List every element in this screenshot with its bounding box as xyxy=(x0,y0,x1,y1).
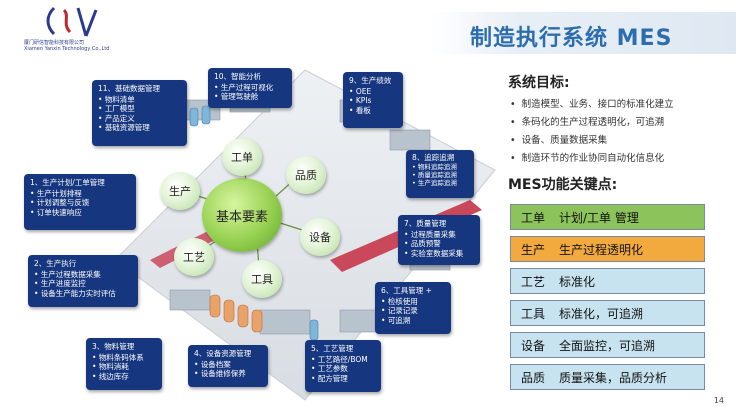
box-tool-management: 6、工具管理 + 检核使用 记录记录 可追溯 xyxy=(375,282,451,334)
node-process: 工艺 xyxy=(174,238,214,276)
key-point-value: 生产过程透明化 xyxy=(559,243,644,257)
key-point-3: 工具标准化，可追溯 xyxy=(510,300,705,326)
node-production: 生产 xyxy=(160,172,200,210)
company-logo xyxy=(46,6,98,37)
key-point-value: 质量采集，品质分析 xyxy=(559,371,668,385)
page-title: 制造执行系统 MES xyxy=(470,26,673,51)
box-production-planning: 1、生产计划/工单管理 生产计划排程 计划调整与反馈 订单快速响应 xyxy=(24,174,136,230)
key-point-1: 生产生产过程透明化 xyxy=(510,236,705,262)
page-number: 14 xyxy=(713,396,724,405)
node-tooling: 工具 xyxy=(242,260,282,298)
key-point-label: 工单 xyxy=(521,211,546,225)
goal-item: 制造环节的作业协同自动化信息化 xyxy=(510,150,665,164)
key-point-0: 工单计划/工单 管理 xyxy=(510,204,705,230)
box-production-execution: 2、生产执行 生产过程数据采集 生产进度监控 设备生产能力实时评估 xyxy=(28,255,138,307)
box-equipment-management: 4、设备资源管理 设备档案 设备维修保养 xyxy=(188,345,268,387)
key-point-4: 设备全面监控，可追溯 xyxy=(510,332,705,358)
node-quality: 品质 xyxy=(286,156,326,194)
box-process-management: 5、工艺管理 工艺路径/BOM 工艺参数 配方管理 xyxy=(305,340,381,392)
box-performance: 9、生产绩效 OEE KPIs 看板 xyxy=(343,72,403,128)
box-traceability: 8、追踪追溯 物料追踪追溯 质量追踪追溯 生产追踪追溯 xyxy=(406,150,474,198)
key-points-title: MES功能关键点: xyxy=(508,177,618,193)
company-name: 厦门研信智能科技有限公司 Xiamen Yanxin Technology Co… xyxy=(24,40,110,52)
goals-title: 系统目标: xyxy=(508,75,570,91)
box-material-management: 3、物料管理 物料条码体系 物料消耗 线边库存 xyxy=(86,338,162,390)
box-quality-management: 7、质量管理 过程质量采集 品质预警 实验室数据采集 xyxy=(398,215,480,265)
key-point-label: 工艺 xyxy=(521,275,546,289)
node-equipment: 设备 xyxy=(300,218,340,256)
key-point-label: 品质 xyxy=(521,371,546,385)
goal-item: 设备、质量数据采集 xyxy=(510,132,608,146)
key-point-value: 全面监控，可追溯 xyxy=(559,339,656,353)
goal-item: 条码化的生产过程透明化，可追溯 xyxy=(510,114,665,128)
key-point-label: 生产 xyxy=(521,243,546,257)
key-point-2: 工艺标准化 xyxy=(510,268,705,294)
goal-item: 制造模型、业务、接口的标准化建立 xyxy=(510,96,674,110)
key-point-5: 品质质量采集，品质分析 xyxy=(510,364,705,390)
key-point-label: 工具 xyxy=(521,307,546,321)
key-point-label: 设备 xyxy=(521,339,546,353)
box-smart-analysis: 10、智能分析 生产过程可视化 管理驾驶舱 xyxy=(208,68,292,108)
box-basic-data: 11、基础数据管理 物料清单 工厂模型 产品定义 基础资源管理 xyxy=(92,80,187,146)
title-banner xyxy=(430,12,736,54)
core-element: 基本要素 xyxy=(202,178,282,252)
key-point-value: 标准化 xyxy=(559,275,596,289)
key-point-value: 计划/工单 管理 xyxy=(559,211,639,225)
node-work-order: 工单 xyxy=(222,138,262,176)
key-point-value: 标准化，可追溯 xyxy=(559,307,644,321)
